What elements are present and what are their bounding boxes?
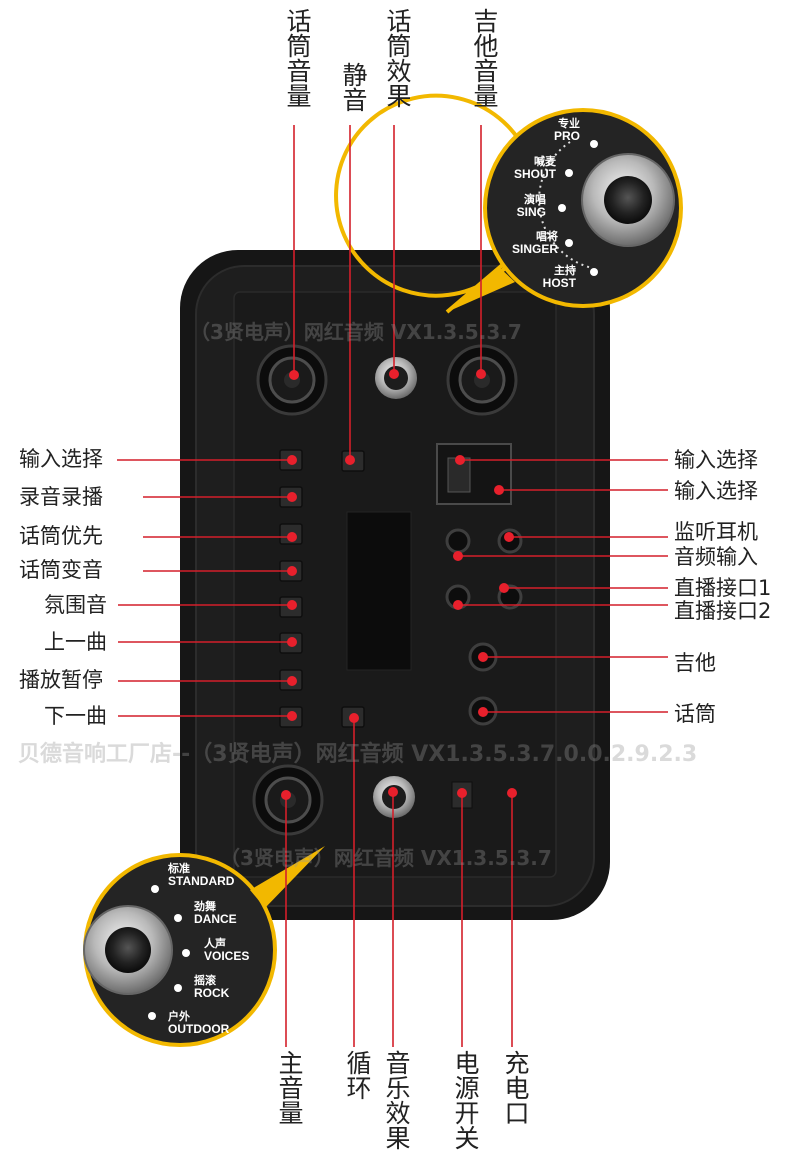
callout-mode-en: OUTDOOR <box>168 1022 230 1036</box>
label-microphone: 话筒 <box>674 702 716 726</box>
callout-mode-en: SING <box>516 205 546 219</box>
callout-mode-cn: 演唱 <box>524 194 546 206</box>
label-previous-track: 上一曲 <box>44 630 107 654</box>
watermark-top: （3贤电声）网红音频 VX1.3.5.3.7 <box>190 320 522 344</box>
label-live-port-1: 直播接口1 <box>674 576 772 600</box>
label-music-effect: 音乐效果 <box>382 1050 411 1150</box>
label-right-input-select-1: 输入选择 <box>674 448 758 472</box>
callout-mode-en: HOST <box>542 276 576 290</box>
callout-mode-cn: 劲舞 <box>194 901 216 913</box>
marker-dots <box>281 369 517 800</box>
label-mute: 静音 <box>339 62 368 112</box>
label-guitar-volume: 吉他音量 <box>470 8 499 108</box>
callout-mode-en: STANDARD <box>168 874 235 888</box>
callout-mode-cn: 唱将 <box>536 231 558 243</box>
label-play-pause: 播放暂停 <box>19 668 103 692</box>
callout-mode-cn: 摇滚 <box>194 975 216 987</box>
bottom-callout <box>83 846 325 1047</box>
label-voice-change: 话筒变音 <box>19 558 103 582</box>
top-callout <box>334 93 683 314</box>
callout-mode-en: ROCK <box>194 986 230 1000</box>
label-main-volume: 主音量 <box>275 1050 304 1125</box>
music-effect-knob <box>373 776 415 818</box>
callout-mode-en: DANCE <box>194 912 237 926</box>
callout-mode-en: PRO <box>553 129 580 143</box>
panel-body <box>180 250 610 920</box>
mic-combo-jack-top <box>256 344 328 416</box>
label-audio-input: 音频输入 <box>674 545 758 569</box>
guitar-combo-jack-top <box>446 344 518 416</box>
callout-mode-cn: 户外 <box>168 1011 190 1023</box>
label-guitar: 吉他 <box>674 651 716 675</box>
label-power-switch: 电源开关 <box>451 1050 480 1150</box>
label-loop: 循环 <box>343 1050 372 1100</box>
label-charge-port: 充电口 <box>501 1050 530 1125</box>
watermark-bottom: （3贤电声）网红音频 VX1.3.5.3.7 <box>220 846 552 870</box>
label-ambience: 氛围音 <box>44 593 107 617</box>
lcd-display <box>346 511 412 671</box>
label-left-input-select: 输入选择 <box>19 447 103 471</box>
callout-mode-cn: 标准 <box>168 863 190 875</box>
watermark-middle: 贝德音响工厂店--（3贤电声）网红音频 VX1.3.5.3.7.0.0.2.9.… <box>18 742 698 767</box>
label-mic-effect: 话筒效果 <box>383 8 412 108</box>
leader-lines <box>117 125 668 1047</box>
input-select-switch <box>436 443 512 505</box>
callout-mode-en: VOICES <box>204 949 250 963</box>
callout-mode-cn: 主持 <box>554 265 576 277</box>
label-live-port-2: 直播接口2 <box>674 599 772 623</box>
callout-mode-cn: 专业 <box>558 118 580 130</box>
small-jacks <box>445 528 523 726</box>
callout-mode-cn: 喊麦 <box>534 156 556 168</box>
label-headphone-monitor: 监听耳机 <box>674 520 758 544</box>
label-record: 录音录播 <box>19 485 103 509</box>
callout-mode-en: SHOUT <box>514 167 556 181</box>
label-next-track: 下一曲 <box>44 704 107 728</box>
label-right-input-select-2: 输入选择 <box>674 479 758 503</box>
callout-mode-cn: 人声 <box>204 938 226 950</box>
main-combo-jack-bottom <box>252 764 324 836</box>
label-mic-volume: 话筒音量 <box>283 8 312 108</box>
callout-mode-en: SINGER <box>511 242 558 256</box>
label-mic-priority: 话筒优先 <box>19 524 103 548</box>
